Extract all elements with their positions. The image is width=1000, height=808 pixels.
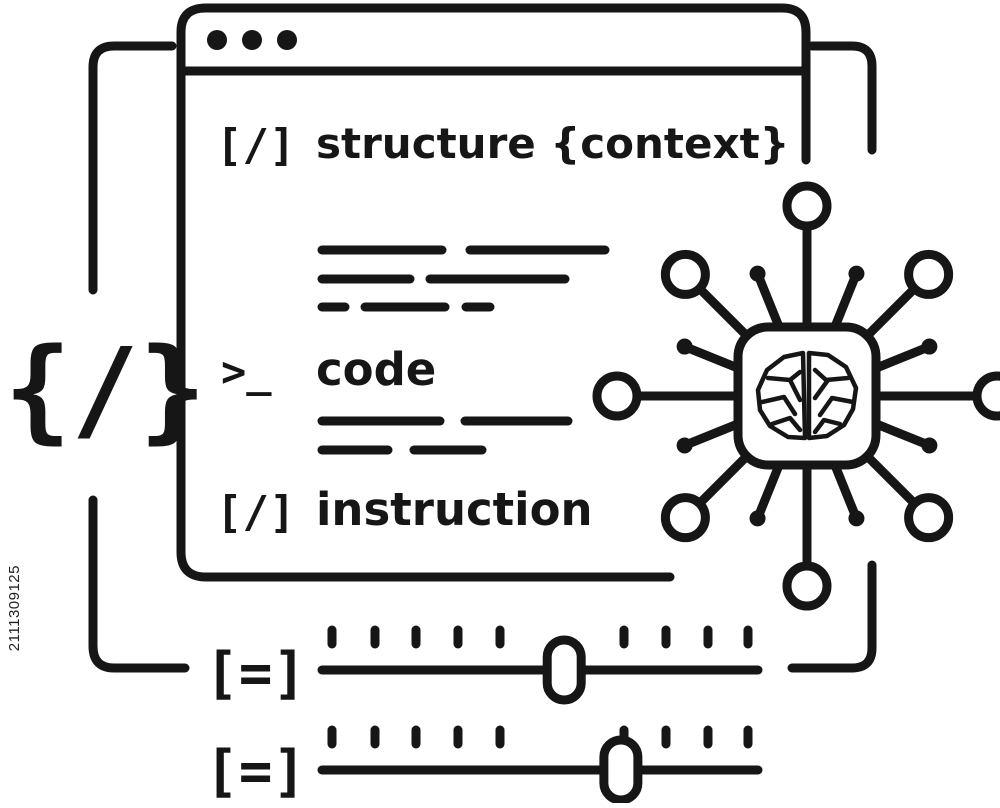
ai-brain-chip-icon bbox=[592, 181, 1000, 611]
settings-sliders bbox=[317, 625, 763, 805]
watermark-id: 2111309125 bbox=[6, 565, 23, 652]
chip-node-dot bbox=[848, 510, 865, 527]
brackets-slash-icon: [/] bbox=[216, 120, 295, 171]
chip-node-dot bbox=[749, 265, 766, 282]
chip-node-circle bbox=[904, 249, 954, 299]
chip-node-dot bbox=[848, 265, 865, 282]
slider-knob[interactable] bbox=[599, 735, 643, 805]
chip-node-circle bbox=[782, 561, 832, 611]
dot-icon bbox=[277, 30, 297, 50]
code-window bbox=[176, 3, 811, 582]
window-dots bbox=[207, 30, 297, 50]
chip-node-circle bbox=[972, 371, 1000, 421]
chip-node-circle bbox=[660, 249, 710, 299]
instruction-label: instruction bbox=[316, 483, 593, 536]
chip-node-circle bbox=[904, 493, 954, 543]
equals-bracket-icon: [=] bbox=[205, 739, 306, 803]
slider-knob[interactable] bbox=[542, 635, 586, 705]
curly-braces-code-icon: {/} bbox=[4, 325, 206, 455]
dot-icon bbox=[242, 30, 262, 50]
brackets-slash-icon: [/] bbox=[216, 487, 295, 538]
outer-frame bbox=[88, 41, 877, 673]
chip-node-circle bbox=[592, 371, 642, 421]
equals-bracket-icon: [=] bbox=[205, 641, 306, 706]
chip-node-circle bbox=[660, 493, 710, 543]
placeholder-text-lines bbox=[317, 245, 610, 455]
chip-node-dot bbox=[749, 510, 766, 527]
chip-node-circle bbox=[782, 181, 832, 231]
chip-node-dot bbox=[921, 437, 938, 454]
structure-context-label: structure {context} bbox=[316, 119, 790, 168]
terminal-prompt-icon: >_ bbox=[221, 347, 272, 396]
dot-icon bbox=[207, 30, 227, 50]
code-label: code bbox=[316, 343, 436, 396]
chip-node-dot bbox=[921, 338, 938, 355]
brain-icon bbox=[755, 350, 859, 441]
chip-node-dot bbox=[676, 338, 693, 355]
chip-node-dot bbox=[676, 437, 693, 454]
